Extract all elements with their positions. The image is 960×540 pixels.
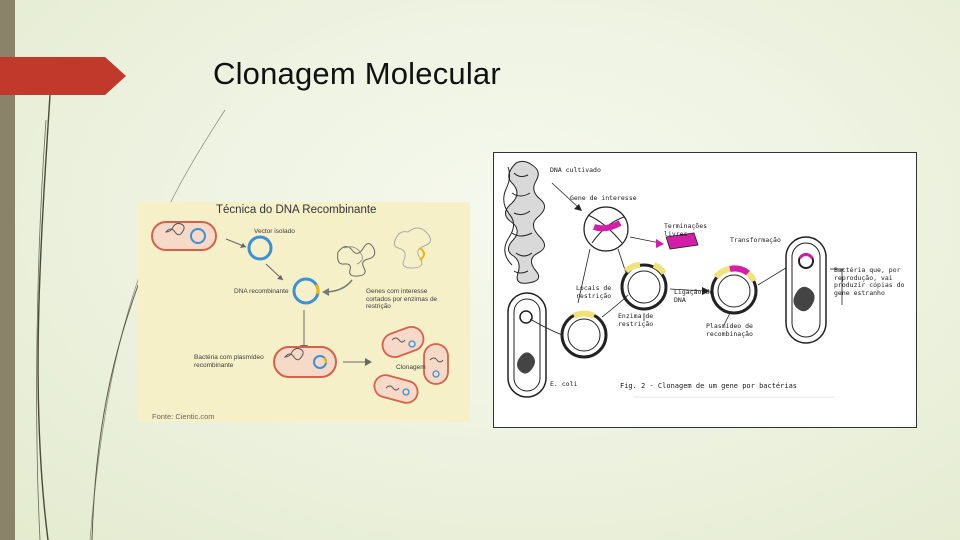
label-ligacao-dna: Ligação de DNA	[674, 288, 714, 304]
source-text: Fonte: Cientic.com	[152, 412, 215, 421]
side-bar	[0, 0, 15, 540]
label-gene-interesse: Gene de interesse	[570, 194, 637, 202]
label-plasmideo: Plasmídeo de recombinação	[706, 322, 753, 338]
label-vetor: Vector isolado	[254, 228, 295, 235]
gene-cloning-illustration	[503, 160, 844, 398]
title-arrow-icon	[0, 57, 126, 95]
dna-recombinant-diagram: Técnica do DNA Recombinante	[138, 202, 470, 422]
label-ecoli: E. coli	[550, 380, 578, 388]
label-enzima-restricao: Enzima de restrição	[618, 312, 654, 328]
dna-recombinant-illustration	[151, 221, 449, 404]
label-genes: Genes com interesse cortados por enzimas…	[366, 288, 438, 310]
label-bacteria-descricao: Bactéria que, por reprodução, vai produz…	[834, 266, 905, 297]
diagram-title: Técnica do DNA Recombinante	[216, 204, 377, 216]
page-title: Clonagem Molecular	[213, 56, 501, 91]
label-locais-restricao: Locais de restrição	[576, 284, 612, 300]
label-terminacoes: Terminações livres	[664, 222, 708, 238]
label-clonagem: Clonagem	[396, 364, 426, 371]
label-dna-cultivado: DNA cultivado	[550, 166, 601, 174]
label-transformacao: Transformação	[730, 236, 781, 244]
figure-caption: Fig. 2 - Clonagem de um gene por bactéri…	[620, 382, 798, 390]
gene-cloning-diagram: DNA cultivado Gene de interesse Terminaç…	[493, 152, 917, 428]
label-bacteria: Bactéria com plasmídeo recombinante	[194, 354, 264, 369]
label-dna-recombinante: DNA recombinante	[234, 288, 289, 295]
